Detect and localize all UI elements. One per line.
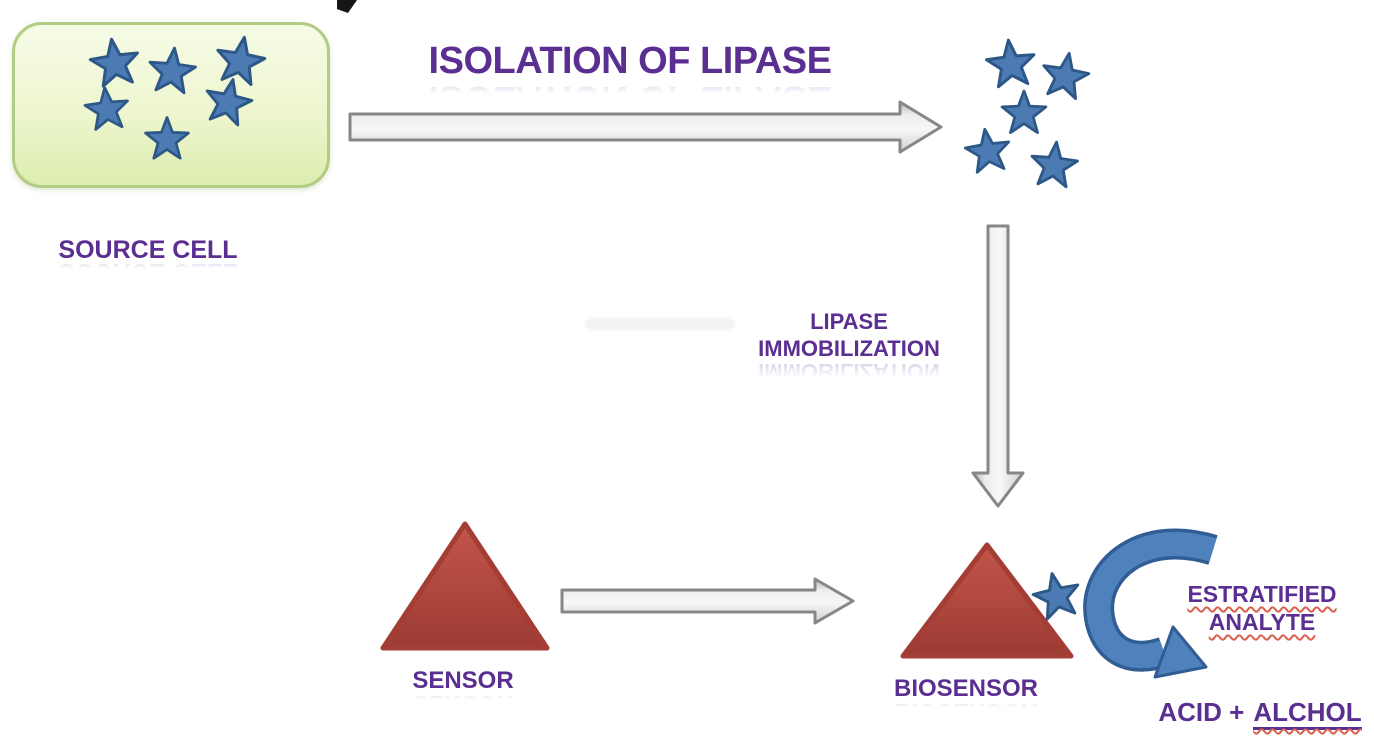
products-label: ACID + ALCHOL [1146,697,1374,730]
star-icon [961,124,1014,175]
star-icon [145,44,199,96]
star-icon [1000,89,1048,135]
isolated-lipase-stars [961,36,1094,190]
analyte-label: ESTRATIFIED ANALYTE [1158,580,1366,636]
sensor-label: SENSOR [412,667,514,694]
star-icon [1027,138,1081,190]
products-label-underlined: ALCHOL [1253,697,1362,730]
immobilization-label-line2: IMMOBILIZATION [758,336,940,362]
isolation-arrow [348,100,943,154]
immobilization-label-line1: LIPASE [810,309,888,334]
products-label-alchol-wrap: ALCHOL [1253,697,1362,730]
page-title: ISOLATION OF LIPASE [428,40,832,82]
immobilization-label: LIPASE IMMOBILIZATION [723,308,975,363]
analyte-label-line2: ANALYTE [1208,609,1316,636]
biosensor-label: BIOSENSOR [893,675,1039,702]
reaction-arrow [1083,528,1218,679]
analyte-label-line1: ESTRATIFIED [1187,581,1337,607]
sensor-to-biosensor-arrow [560,577,855,625]
star-icon [1037,47,1094,102]
star-icon [211,31,270,88]
star-icon [144,116,190,160]
source-cell-stars [81,31,270,160]
star-icon [86,34,143,89]
immobilization-arrow [971,224,1025,508]
biosensor-triangle [900,542,1074,659]
products-label-prefix: ACID + [1158,697,1245,727]
star-icon [81,84,132,132]
source-cell-box [12,22,330,188]
reaction-arrow-band [1086,532,1217,669]
source-cell-label: SOURCE CELL [58,236,238,264]
faint-smudge [585,318,735,330]
sensor-triangle [380,521,550,651]
star-icon [983,36,1039,90]
reaction-arrowhead [1153,625,1208,679]
